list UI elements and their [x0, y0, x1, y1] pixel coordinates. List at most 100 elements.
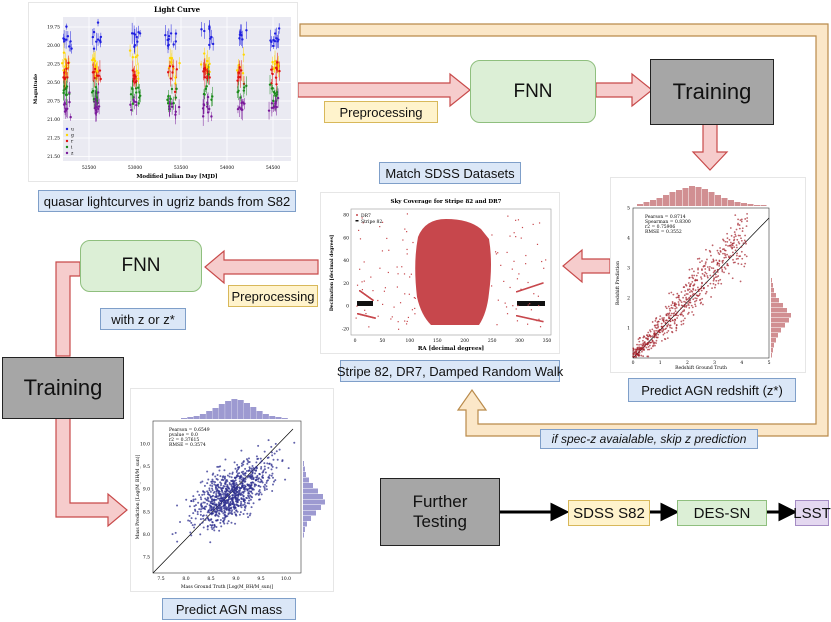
mass-point [242, 513, 245, 516]
sky-point [404, 320, 406, 322]
mass-point [199, 496, 202, 499]
redshift-point [637, 346, 640, 349]
sky-point [390, 318, 392, 320]
mass-point [209, 496, 212, 499]
mass-xtick: 7.5 [157, 576, 164, 582]
redshift-point [691, 267, 693, 270]
lightcurve-point [136, 40, 139, 43]
mass-point [251, 475, 254, 478]
mass-point [222, 517, 225, 520]
mass-point [202, 526, 205, 529]
mass-point [260, 493, 263, 496]
redshift-point [697, 286, 699, 289]
sky-point [491, 234, 493, 236]
sky-point [538, 318, 540, 320]
redshift-point [710, 296, 712, 298]
redshift-point [674, 319, 677, 321]
mass-point [240, 497, 243, 500]
mass-point [252, 467, 255, 470]
mass-point [258, 473, 261, 476]
redshift-point [738, 224, 741, 226]
redshift-point [687, 311, 690, 314]
redshift-point [705, 290, 708, 293]
mass-point [222, 501, 225, 504]
redshift-hist-bar [771, 303, 783, 308]
redshift-point [715, 259, 718, 262]
sky-point [541, 320, 543, 323]
redshift-point [699, 302, 702, 305]
sky-point [532, 285, 534, 288]
mass-hist-bar [303, 488, 318, 494]
redshift-point [690, 289, 693, 292]
sky-point [538, 320, 540, 322]
redshift-point [635, 350, 638, 353]
sky-point [364, 309, 366, 311]
sky-point [520, 237, 522, 239]
mass-point [257, 490, 260, 493]
mass-point [200, 508, 203, 511]
redshift-point [645, 346, 648, 349]
redshift-point [649, 341, 652, 344]
redshift-hist-bar [771, 308, 787, 313]
sky-point [527, 287, 530, 289]
lightcurve-point [271, 60, 274, 64]
redshift-point [660, 322, 663, 325]
mass-point [249, 512, 252, 515]
sky-point [491, 285, 493, 287]
redshift-point [723, 252, 726, 255]
redshift-point [667, 305, 670, 308]
mass-point [234, 494, 237, 497]
redshift-point [689, 285, 692, 288]
mass-point [219, 484, 222, 487]
redshift-point [651, 340, 654, 342]
mass-hist-bar [303, 527, 305, 532]
redshift-point [733, 231, 736, 233]
mass-point [271, 465, 274, 468]
mass-point [211, 489, 214, 492]
lightcurve-point [170, 105, 174, 109]
mass-point [254, 469, 257, 472]
redshift-point [673, 322, 676, 325]
mass-point [243, 499, 246, 502]
mass-point [220, 510, 223, 513]
redshift-point [682, 322, 685, 325]
mass-point [246, 483, 249, 486]
redshift-point [687, 313, 689, 315]
mass-point [270, 468, 273, 471]
sky-point [361, 217, 363, 219]
sky-point [413, 296, 415, 299]
redshift-point [716, 268, 719, 271]
mass-point [247, 492, 250, 495]
lightcurve-point [166, 38, 169, 42]
des-sn-node: DES-SN [677, 500, 767, 526]
redshift-point [664, 328, 667, 331]
redshift-point [714, 273, 717, 276]
redshift-point [671, 301, 674, 303]
redshift-point [726, 237, 729, 240]
mass-point [228, 509, 231, 512]
redshift-point [726, 240, 729, 243]
lightcurve-point [68, 100, 71, 104]
redshift-svg: Pearson = 0.8714 Spearman = 0.8300 r2 = … [615, 186, 791, 371]
redshift-hist-bar [676, 190, 682, 206]
redshift-stat-rmse: RMSE = 0.3552 [645, 229, 682, 235]
lightcurve-point [175, 68, 179, 71]
sky-point [524, 316, 526, 319]
lightcurve-point [92, 47, 96, 50]
mass-point [223, 509, 226, 512]
mass-point [192, 495, 195, 498]
redshift-point [704, 262, 707, 265]
lightcurve-point [130, 108, 133, 112]
mass-point [217, 495, 220, 498]
lightcurve-point [96, 38, 100, 41]
sky-point [406, 231, 408, 233]
redshift-point [668, 315, 670, 317]
sky-point [516, 291, 518, 293]
lightcurve-point [202, 103, 205, 106]
redshift-point [684, 301, 687, 304]
redshift-point [718, 264, 721, 267]
mass-point [230, 521, 233, 524]
lightcurve-point [204, 68, 207, 71]
redshift-point [700, 277, 703, 280]
redshift-point [688, 296, 691, 299]
